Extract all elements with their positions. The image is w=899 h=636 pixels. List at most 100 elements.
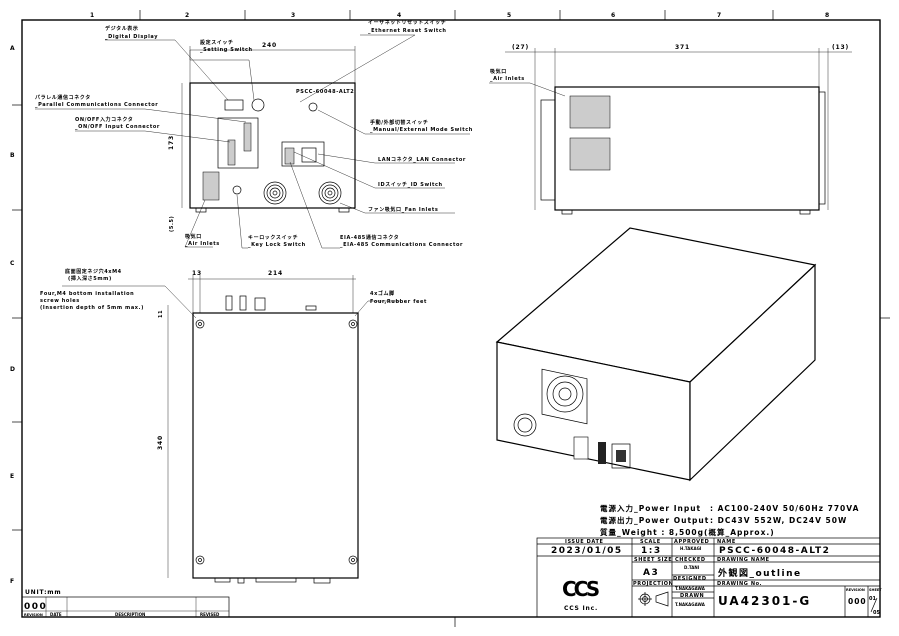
approved-label: APPROVED	[674, 539, 709, 545]
column-labels: 1 2 3 4 5 6 7 8	[90, 12, 830, 19]
checked-by: D.TANI	[684, 565, 700, 570]
column-label: 2	[185, 12, 190, 19]
projection-label: PROJECTION	[633, 581, 673, 587]
name-label: NAME	[717, 539, 736, 545]
callout-key-lock: _Key Lock Switch	[248, 242, 306, 248]
parallel-connector	[243, 122, 252, 152]
panel-label: PSCC-60048-ALT2	[296, 89, 354, 95]
drawn-label: DRAWN	[680, 593, 704, 599]
callout-screw-jp-2: (挿入深さ5mm)	[68, 275, 112, 282]
drawing-frame	[21, 19, 881, 618]
manual-external-switch	[308, 102, 318, 112]
callout-feet-jp: 4xゴム脚	[370, 290, 395, 297]
callout-onoff: _ON/OFF Input Connector	[75, 124, 160, 130]
callout-screw-2: screw holes	[40, 298, 80, 304]
title-block: ISSUE DATE 2023/01/05 SCALE 1:3 APPROVED…	[536, 537, 882, 618]
specifications: 電源入力_Power Input : AC100-240V 50/60Hz 77…	[600, 503, 859, 537]
issue-date-label: ISSUE DATE	[565, 539, 604, 545]
callout-screw: Four,M4 bottom installation	[40, 291, 134, 297]
callout-fan-inlets: ファン吸気口_Fan Inlets	[368, 206, 438, 213]
callout-screw-jp: 底面固定ネジ穴4xM4	[64, 268, 122, 275]
column-label: 4	[397, 12, 402, 19]
power-input-label: 電源入力_Power Input	[600, 503, 701, 513]
sheet-number: 01	[869, 596, 876, 602]
power-output-value: : DC43V 552W, DC24V 50W	[710, 516, 847, 525]
dimension-right: (13)	[832, 44, 849, 51]
row-labels: A B C D E F	[10, 45, 16, 585]
dimension-left: (27)	[512, 44, 529, 51]
dimension-height: 173	[168, 135, 175, 150]
sheet-size: A3	[643, 568, 659, 578]
digital-display	[224, 99, 244, 111]
sheet-label: SHEET	[869, 588, 882, 592]
drawing-no-label: DRAWING No.	[717, 581, 762, 587]
callout-digital-display: _Digital Display	[105, 34, 158, 40]
callout-feet: Four,Rubber feet	[370, 299, 427, 305]
revision-block: UNIT:mm 000 REVISION DATE DESCRIPTION RE…	[21, 589, 230, 618]
sheet-size-label: SHEET SIZE	[634, 557, 672, 563]
callout-lan: LANコネクタ_LAN Connector	[378, 156, 466, 163]
row-label: F	[10, 578, 15, 585]
column-label: 6	[611, 12, 616, 19]
weight: 質量_Weight : 8,500g(概算_Approx.)	[600, 527, 775, 537]
fan-inlet-left	[263, 181, 287, 205]
drawing-name: 外観図_outline	[717, 567, 802, 579]
fan-inlet-right	[318, 181, 342, 205]
column-label: 1	[90, 12, 95, 19]
scale-label: SCALE	[640, 539, 661, 545]
dimension-depth: 371	[675, 44, 690, 51]
callout-eia485: _EIA-485 Communications Connector	[340, 242, 463, 248]
designed-by: T.NAKAGAWA	[675, 586, 706, 591]
drawing-name-label: DRAWING NAME	[717, 557, 770, 563]
revision-label: REVISION	[846, 588, 865, 592]
dimension-left: 13	[192, 270, 202, 277]
callout-air-inlets-jp: 吸気口	[185, 233, 202, 240]
revision: 000	[848, 597, 867, 606]
callout-parallel: _Parallel Communications Connector	[35, 102, 158, 108]
isometric-view	[495, 227, 817, 482]
row-label: A	[10, 45, 15, 52]
callout-setting-switch-jp: 設定スイッチ	[200, 39, 234, 46]
row-label: C	[10, 260, 15, 267]
sheet-total: 05	[873, 610, 880, 616]
callout-manual-ext-jp: 手動/外部切替スイッチ	[370, 119, 428, 126]
row-label: D	[10, 366, 16, 373]
drawn-by: T.NAKAGAWA	[675, 602, 706, 607]
callout-onoff-jp: ON/OFF入力コネクタ	[75, 116, 133, 123]
dimension-small: 11	[158, 310, 164, 318]
id-switch	[284, 147, 295, 165]
column-label: 8	[825, 12, 830, 19]
callout-eia485-jp: EIA-485通信コネクタ	[340, 234, 399, 241]
row-label: E	[10, 473, 15, 480]
callout-id-switch: IDスイッチ_ID Switch	[378, 182, 443, 188]
checked-label: CHECKED	[675, 557, 706, 563]
company-logo: CCS	[562, 577, 599, 601]
power-output-label: 電源出力_Power Output	[600, 515, 709, 525]
callout-digital-display-jp: デジタル表示	[105, 25, 139, 32]
row-label: B	[10, 152, 15, 159]
revised-header: REVISED	[200, 612, 220, 617]
column-label: 5	[507, 12, 512, 19]
dimension-width: 240	[262, 42, 277, 49]
unit-label: UNIT:mm	[25, 589, 61, 596]
issue-date: 2023/01/05	[551, 546, 623, 556]
onoff-connector	[227, 139, 236, 166]
callout-screw-3: (Insertion depth of 5mm max.)	[40, 305, 144, 311]
screw-holes	[195, 319, 358, 565]
air-inlet-slots	[202, 171, 220, 201]
revision-header: REVISION	[24, 613, 43, 617]
column-label: 3	[291, 12, 296, 19]
callout-air-inlets-jp: 吸気口	[490, 68, 507, 75]
dimension-width: 214	[268, 270, 283, 277]
date-header: DATE	[50, 612, 62, 617]
power-input-value: : AC100-240V 50/60Hz 770VA	[710, 504, 859, 513]
dimension-foot: (5.5)	[169, 216, 175, 232]
callout-setting-switch: _Setting Switch	[200, 47, 253, 53]
dimension-height: 340	[157, 435, 164, 450]
scale: 1:3	[641, 546, 662, 556]
description-header: DESCRIPTION	[115, 612, 145, 617]
approved-by: H.TAKAGI	[680, 546, 702, 551]
lan-connector	[301, 147, 317, 163]
side-view: (27) 371 (13) 吸気口 _Air Inlets	[489, 44, 852, 215]
